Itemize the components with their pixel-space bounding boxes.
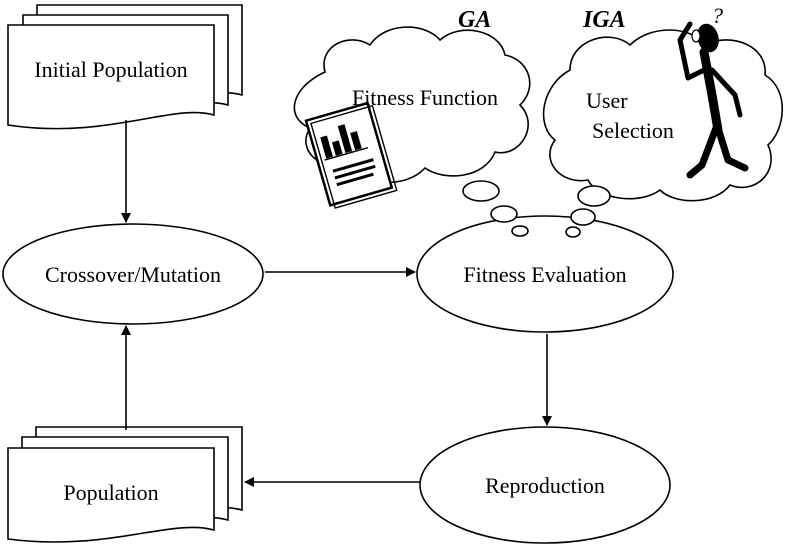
fitness-evaluation-node: [416, 215, 674, 333]
question-mark: ?: [712, 3, 723, 28]
crossover-mutation-label: Crossover/Mutation: [45, 262, 221, 287]
iga-heading: IGA: [583, 7, 626, 33]
ga-heading: GA: [458, 7, 492, 33]
selection-label: Selection: [592, 118, 674, 143]
reproduction-node: [419, 426, 671, 544]
user-label: User: [586, 88, 628, 113]
reproduction-label: Reproduction: [485, 473, 605, 498]
population-document-stack: [7, 426, 243, 543]
fitness-evaluation-label: Fitness Evaluation: [463, 262, 627, 287]
crossover-mutation-node: [2, 223, 264, 325]
chart-document-icon: [304, 101, 398, 209]
thinking-person-icon: [677, 21, 749, 179]
user-selection-thought-cloud: [542, 29, 784, 238]
fitness-function-label: Fitness Function: [351, 85, 499, 110]
initial-population-document-stack: [7, 4, 243, 130]
population-label: Population: [63, 480, 159, 505]
initial-population-label: Initial Population: [34, 57, 188, 82]
